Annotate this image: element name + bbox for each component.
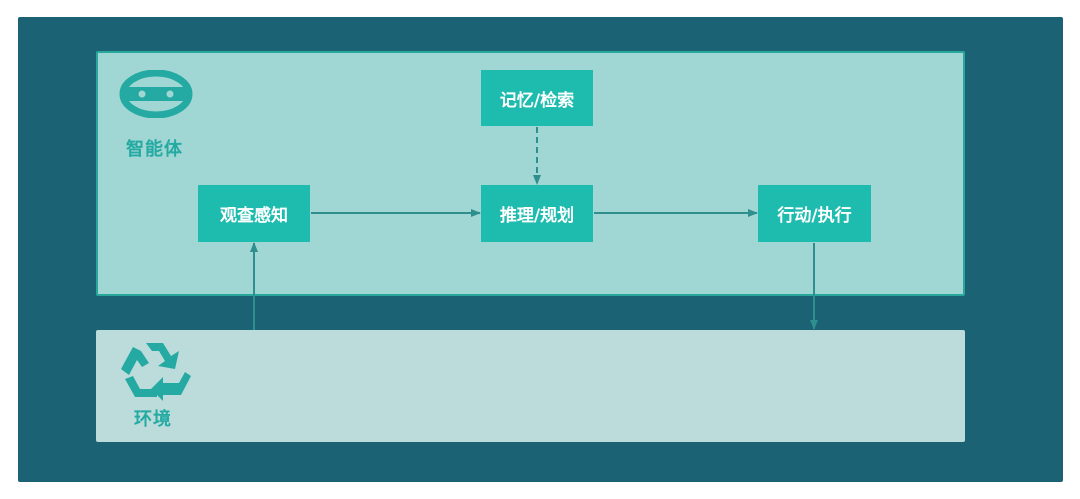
agent-label: 智能体 [126, 139, 183, 160]
memory-retrieval-node: 记忆/检索 [481, 70, 593, 126]
action-execution-node: 行动/执行 [758, 185, 871, 242]
perception-node: 观查感知 [198, 185, 310, 242]
reasoning-planning-node: 推理/规划 [481, 185, 593, 242]
robot-face-icon [119, 70, 193, 118]
environment-label: 环境 [134, 409, 172, 430]
recycle-icon [121, 343, 191, 401]
environment-panel [96, 330, 965, 442]
